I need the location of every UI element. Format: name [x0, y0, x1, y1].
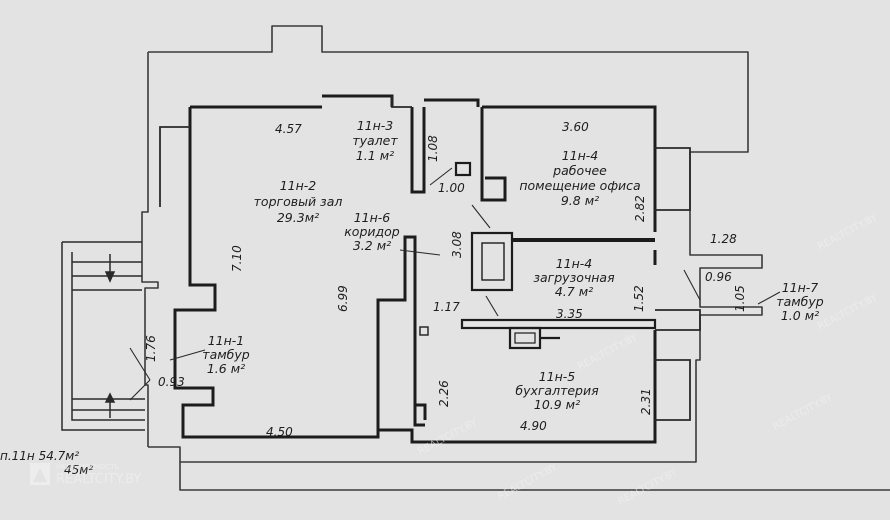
- dim-1-05: 1.05: [733, 285, 747, 312]
- dim-3-35: 3.35: [556, 307, 583, 321]
- dim-0-96: 0.96: [705, 270, 732, 284]
- staircase: [61, 241, 145, 431]
- room-label-line: 1.0 м²: [781, 308, 819, 323]
- room-label-line: 11н-6: [354, 210, 391, 225]
- watermark-repeat-3: REALTCITY.BY: [416, 417, 480, 458]
- dim-1-52: 1.52: [632, 285, 646, 312]
- room-label-line: туалет: [352, 133, 398, 148]
- room-label-line: тамбур: [202, 347, 249, 362]
- room-label-line: тамбур: [776, 294, 823, 309]
- room-label-line: 10.9 м²: [534, 397, 580, 412]
- room-label-line: 29.3м²: [277, 210, 319, 225]
- room-label-line: 1.1 м²: [356, 148, 394, 163]
- dimension-labels: 4.57 1.08 1.00 3.60 2.82 7.10 6.99 3.08 …: [144, 120, 747, 439]
- dim-1-00: 1.00: [438, 181, 465, 195]
- room-label-line: рабочее: [552, 163, 607, 178]
- piers: [159, 96, 701, 421]
- total-area-sub: 45м²: [64, 463, 93, 477]
- room-label-line: 4.7 м²: [555, 284, 593, 299]
- room-label-line: 11н-5: [539, 369, 576, 384]
- room-label-line: 11н-4: [556, 256, 593, 271]
- room-label-line: 1.6 м²: [207, 361, 245, 376]
- dim-3-60: 3.60: [562, 120, 589, 134]
- watermark-repeat-5: REALTCITY.BY: [816, 292, 880, 333]
- room-label-line: помещение офиса: [519, 178, 640, 193]
- dim-0-93: 0.93: [158, 375, 185, 389]
- dim-7-10: 7.10: [230, 245, 244, 272]
- watermark-tagline: НЕДВИЖИМОСТЬ: [56, 463, 120, 471]
- dim-4-50: 4.50: [266, 425, 293, 439]
- watermark-repeat-4: REALTCITY.BY: [616, 467, 680, 508]
- room-label-line: торговый зал: [254, 194, 343, 209]
- watermark-repeat-6: REALTCITY.BY: [816, 212, 880, 253]
- leader-lines: [129, 167, 781, 401]
- watermark-logo: [30, 463, 50, 485]
- partitions: [419, 161, 657, 350]
- watermark-repeat-2: REALTCITY.BY: [771, 392, 835, 433]
- dim-2-82: 2.82: [633, 195, 647, 222]
- dim-1-17: 1.17: [433, 300, 460, 314]
- dim-2-26: 2.26: [437, 380, 451, 407]
- room-label-line: 11н-7: [782, 280, 819, 295]
- dim-4-90: 4.90: [520, 419, 547, 433]
- outer-contour: [141, 25, 890, 491]
- watermark-repeat-1: REALTCITY.BY: [576, 332, 640, 373]
- room-label-line: 11н-3: [357, 118, 394, 133]
- room-label-line: коридор: [344, 224, 400, 239]
- room-label-line: загрузочная: [533, 270, 615, 285]
- dim-1-28: 1.28: [710, 232, 737, 246]
- watermark-main: REALTCITY.BY: [56, 472, 141, 487]
- room-label-line: 11н-2: [280, 178, 317, 193]
- dim-1-76: 1.76: [144, 335, 158, 362]
- total-area-label: п.11н 54.7м²: [0, 449, 79, 463]
- room-label-line: 11н-1: [208, 333, 245, 348]
- room-label-line: бухгалтерия: [515, 383, 599, 398]
- room-label-line: 3.2 м²: [353, 238, 391, 253]
- room-label-line: 9.8 м²: [561, 193, 599, 208]
- watermark-repeat-7: REALTCITY.BY: [496, 462, 560, 503]
- dim-6-99: 6.99: [336, 285, 350, 312]
- dim-2-31: 2.31: [639, 388, 653, 415]
- total-area: п.11н 54.7м² 45м²: [0, 449, 93, 477]
- dim-4-57: 4.57: [275, 122, 302, 136]
- dim-3-08: 3.08: [450, 231, 464, 258]
- room-label-line: 11н-4: [562, 148, 599, 163]
- dim-1-08: 1.08: [426, 135, 440, 162]
